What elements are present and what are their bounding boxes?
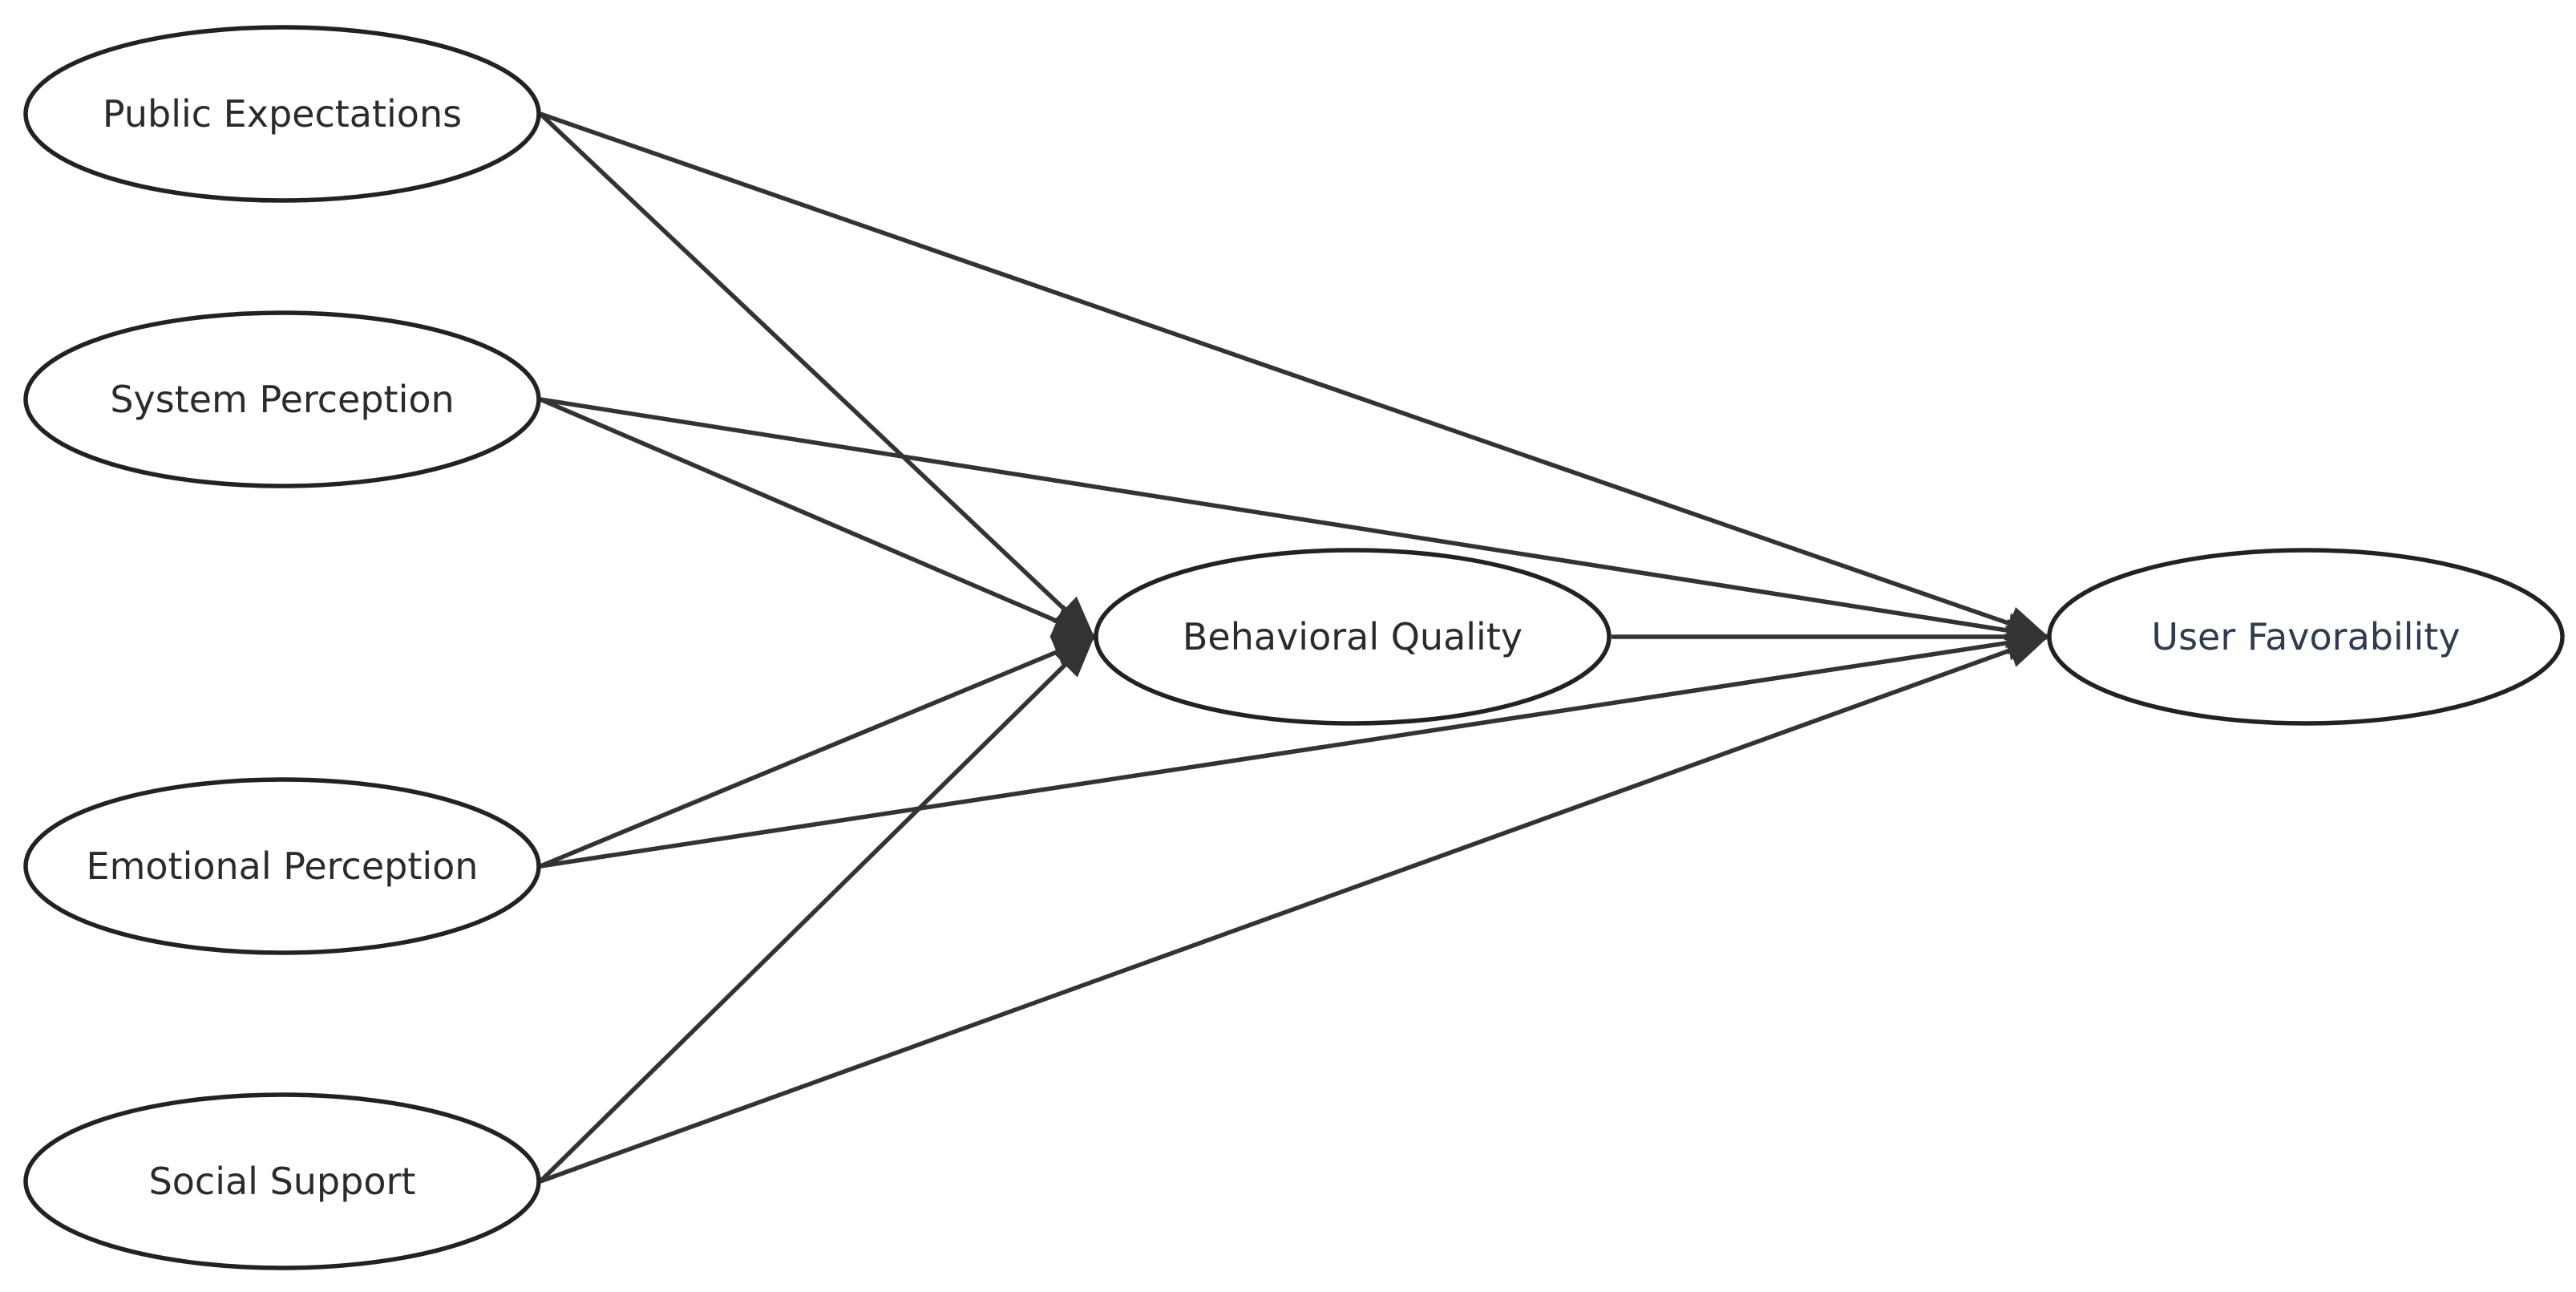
node-social-support: Social Support	[23, 1092, 541, 1270]
edge-emotional-to-user	[540, 625, 2049, 869]
node-label-social-support: Social Support	[149, 1160, 416, 1203]
node-shape-system-perception	[23, 310, 541, 488]
node-shape-behavioral-quality	[1094, 548, 1612, 726]
node-label-user-favorability: User Favorability	[2151, 615, 2460, 658]
node-label-system-perception: System Perception	[110, 378, 454, 421]
edges	[539, 111, 2049, 1184]
edge-emotional-to-behavioral	[539, 634, 1095, 869]
nodes: Public Expectations System Perception Em…	[23, 25, 2565, 1270]
node-label-behavioral-quality: Behavioral Quality	[1183, 615, 1523, 658]
node-user-favorability: User Favorability	[2047, 548, 2565, 726]
node-public-expectations: Public Expectations	[23, 25, 541, 203]
node-shape-emotional-perception	[23, 777, 541, 955]
edge-public-to-user	[540, 111, 2049, 641]
node-shape-public-expectations	[23, 25, 541, 203]
edge-system-to-behavioral	[539, 397, 1095, 639]
edge-social-to-behavioral	[539, 635, 1095, 1183]
edge-social-to-user	[540, 634, 2049, 1184]
edge-system-to-user	[540, 397, 2049, 648]
node-behavioral-quality: Behavioral Quality	[1094, 548, 1612, 726]
edge-public-to-behavioral	[539, 112, 1095, 638]
node-emotional-perception: Emotional Perception	[23, 777, 541, 955]
node-label-public-expectations: Public Expectations	[103, 92, 462, 136]
node-shape-user-favorability	[2047, 548, 2565, 726]
node-shape-social-support	[23, 1092, 541, 1270]
node-label-emotional-perception: Emotional Perception	[87, 844, 479, 888]
node-system-perception: System Perception	[23, 310, 541, 488]
